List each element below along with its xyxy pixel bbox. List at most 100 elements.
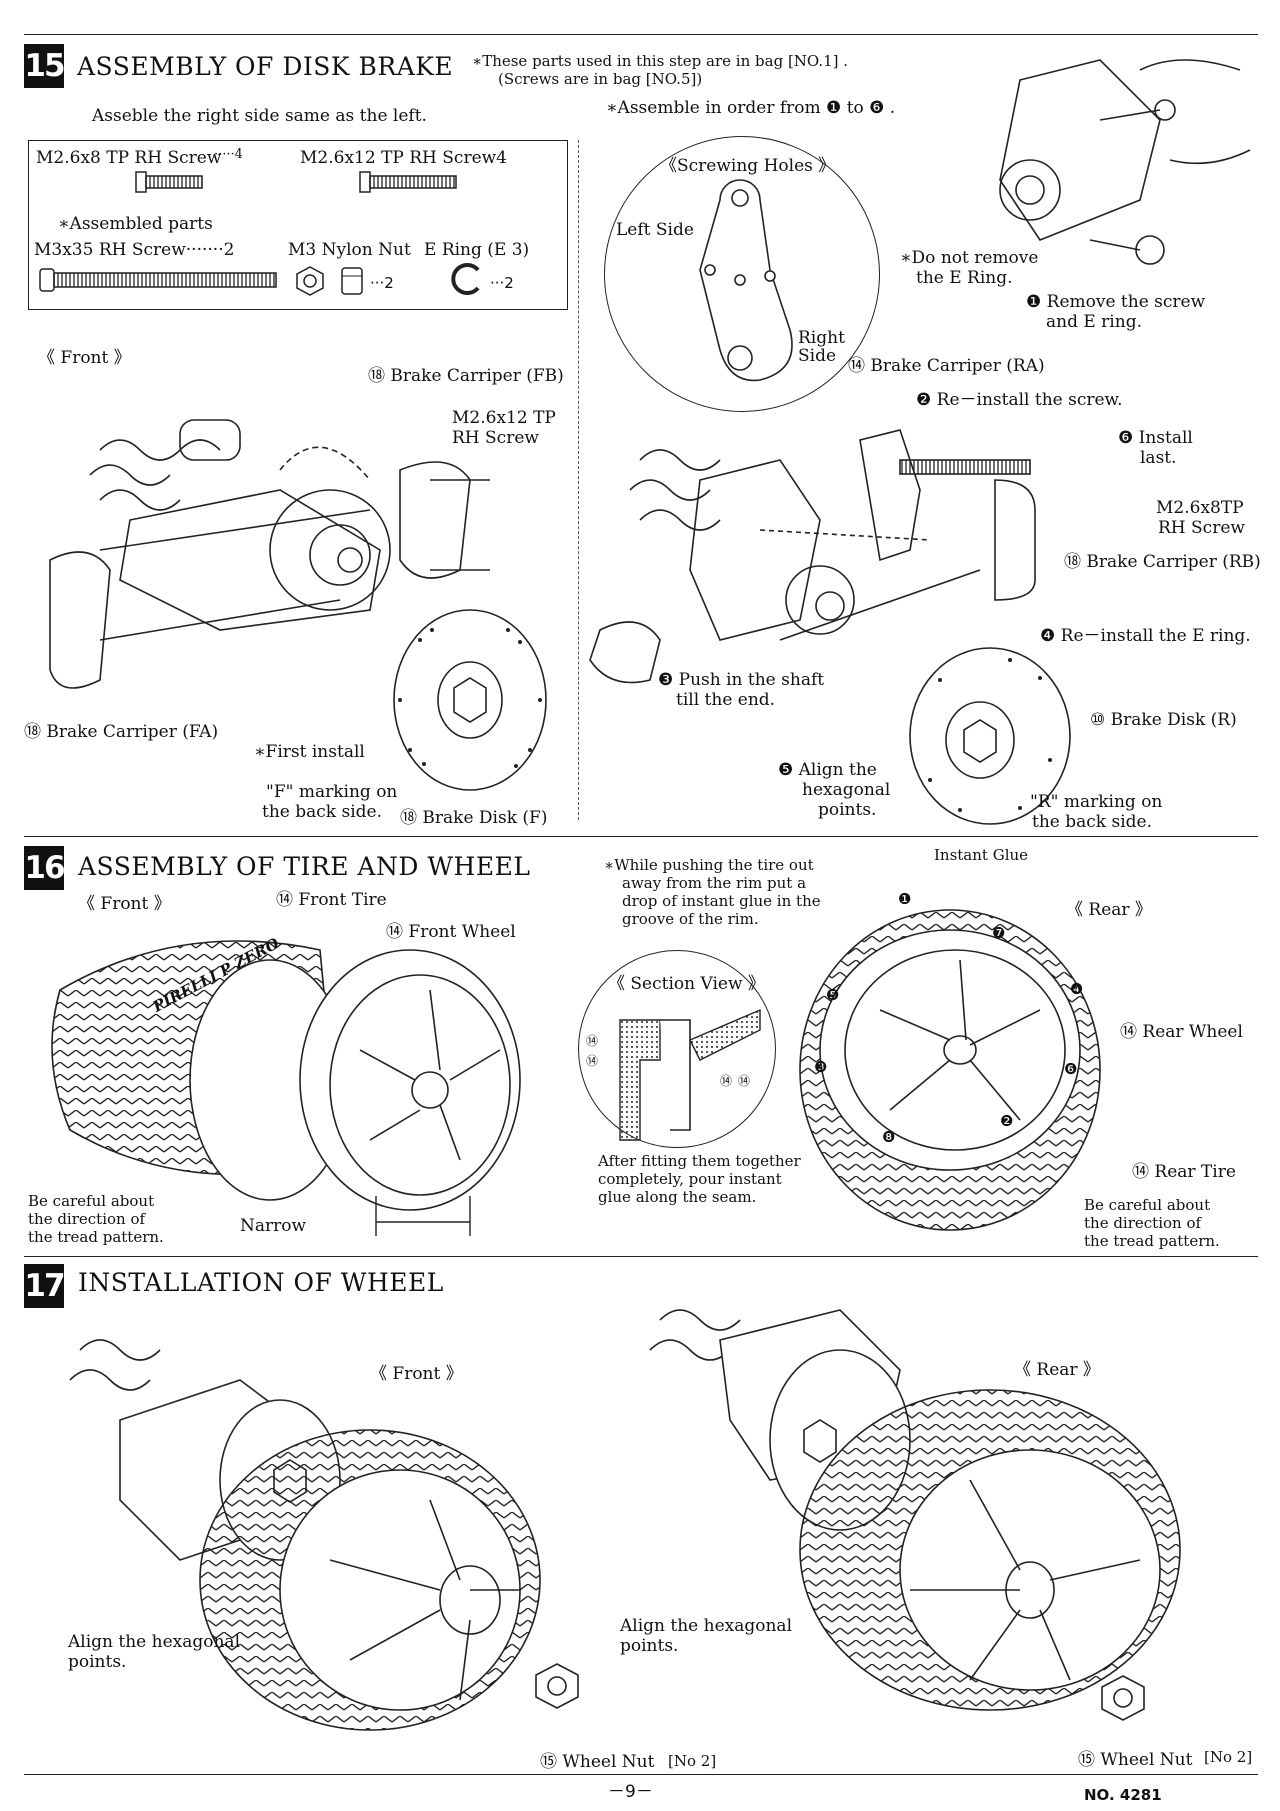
glue-note-2: away from the rim put a: [622, 874, 807, 892]
screwing-holes-label: 《Screwing Holes 》: [660, 156, 836, 176]
step-16-title: ASSEMBLY OF TIRE AND WHEEL: [78, 852, 531, 881]
rear-screw-label-1: M2.6x8TP: [1156, 498, 1244, 518]
glue-note-1: ∗While pushing the tire out: [604, 856, 814, 874]
step1-label-2: and E ring.: [1046, 312, 1142, 332]
bracket-holes-illustration: [699, 179, 793, 382]
glue-order-4: ❹: [1070, 980, 1084, 998]
rh-screw-icon: [39, 268, 277, 292]
section-part-3: ⑭: [720, 1074, 733, 1088]
assembly-order-note: ∗Assemble in order from ❶ to ❻ .: [606, 98, 896, 118]
rear-screw-label-2: RH Screw: [1158, 518, 1245, 538]
step6-label-1: ❻ Install: [1118, 428, 1193, 448]
screw-small-label: M2.6x8 TP RH Screw: [36, 148, 222, 168]
parts-box: [28, 140, 568, 310]
step-17-number: 17: [24, 1264, 66, 1308]
section-view-illustration: [619, 1008, 761, 1141]
front-brake-assembly-illustration: [49, 419, 490, 689]
after-fitting-3: glue along the seam.: [598, 1188, 757, 1206]
front-careful-1: Be careful about: [28, 1192, 155, 1210]
rear-wheel-label: ⑭ Rear Wheel: [1120, 1022, 1243, 1042]
glue-order-3: ❸: [814, 1058, 828, 1076]
f-marking-1: "F" marking on: [266, 782, 398, 802]
front-label-16: 《 Front 》: [78, 894, 171, 914]
rear-wheel-nut-bag: [No 2]: [1204, 1748, 1253, 1766]
rule-16-17: [24, 1256, 1258, 1257]
e-ring-label: E Ring (E 3): [424, 240, 530, 260]
after-fitting-2: completely, pour instant: [598, 1170, 782, 1188]
rear-careful-3: the tread pattern.: [1084, 1232, 1220, 1250]
bag-note-1: ∗These parts used in this step are in ba…: [472, 52, 849, 70]
rear-wheel-nut-label: ⑮ Wheel Nut: [1078, 1750, 1193, 1770]
step3-label-2: till the end.: [676, 690, 776, 710]
section-part-4: ⑭: [738, 1074, 751, 1088]
f-marking-2: the back side.: [262, 802, 382, 822]
rear-align-2: points.: [620, 1636, 679, 1656]
front-align-1: Align the hexagonal: [68, 1632, 241, 1652]
section-view-label: 《 Section View 》: [608, 974, 765, 994]
rear-brake-assembly-illustration: [589, 429, 1036, 684]
front-wheel-nut-bag: [No 2]: [668, 1752, 717, 1770]
nylon-nut-qty: ···2: [370, 274, 394, 292]
rear-label-16: 《 Rear 》: [1066, 900, 1152, 920]
glue-order-1: ❶: [898, 890, 912, 908]
step1-label-1: ❶ Remove the screw: [1026, 292, 1206, 312]
glue-order-7: ❼: [992, 924, 1006, 942]
rear-label-17: 《 Rear 》: [1014, 1360, 1100, 1380]
glue-order-2: ❷: [1000, 1112, 1014, 1130]
step-16-number: 16: [24, 846, 66, 890]
front-label-15: 《 Front 》: [38, 348, 131, 368]
step5-label-3: points.: [818, 800, 877, 820]
narrow-label: Narrow: [240, 1216, 307, 1236]
e-ring-icon: [451, 263, 480, 295]
screw-long-icon: [359, 171, 457, 193]
rule-15-16: [24, 836, 1258, 837]
rear-careful-1: Be careful about: [1084, 1196, 1211, 1214]
glue-order-5: ❺: [826, 986, 840, 1004]
front-wheel-nut-icon: [535, 1663, 579, 1709]
rear-tire-label: ⑭ Rear Tire: [1132, 1162, 1236, 1182]
right-side-label-1: Right: [798, 328, 845, 348]
brake-disk-r-icon: [909, 647, 1071, 825]
rear-careful-2: the direction of: [1084, 1214, 1202, 1232]
screwing-holes-circle: [604, 136, 880, 412]
left-side-label: Left Side: [616, 220, 694, 240]
rear-align-1: Align the hexagonal: [620, 1616, 793, 1636]
r-marking-2: the back side.: [1032, 812, 1152, 832]
front-wheel-install-illustration: [69, 1339, 541, 1731]
instant-glue-label: Instant Glue: [934, 846, 1029, 864]
brake-carrier-fa-label: ⑱ Brake Carriper (FA): [24, 722, 219, 742]
top-rule: [24, 34, 1258, 35]
front-screw-label-1: M2.6x12 TP: [452, 408, 556, 428]
brake-carrier-ra-label: ⑭ Brake Carriper (RA): [848, 356, 1045, 376]
front-wheel-label: ⑭ Front Wheel: [386, 922, 516, 942]
assembled-parts-label: ∗Assembled parts: [58, 214, 213, 234]
front-screw-label-2: RH Screw: [452, 428, 539, 448]
front-careful-3: the tread pattern.: [28, 1228, 164, 1246]
step5-label-1: ❺ Align the: [778, 760, 877, 780]
rh-screw-label: M3x35 RH Screw·······2: [34, 240, 235, 260]
step-15-divider: [578, 140, 579, 820]
glue-note-4: groove of the rim.: [622, 910, 759, 928]
glue-order-8: ❽: [882, 1128, 896, 1146]
section-part-1: ⑭: [586, 1034, 599, 1048]
step-17-title: INSTALLATION OF WHEEL: [78, 1268, 444, 1297]
document-number: NO. 4281: [1084, 1786, 1162, 1804]
step4-label: ❹ Re－install the E ring.: [1040, 626, 1251, 646]
brake-disk-r-label: ⑩ Brake Disk (R): [1090, 710, 1237, 730]
glue-note-3: drop of instant glue in the: [622, 892, 821, 910]
nylon-nut-label: M3 Nylon Nut: [288, 240, 411, 260]
glue-order-6: ❻: [1064, 1060, 1078, 1078]
step5-label-2: hexagonal: [802, 780, 891, 800]
e-ring-qty: ···2: [490, 274, 514, 292]
r-marking-1: "R" marking on: [1030, 792, 1163, 812]
brake-disk-f-label: ⑱ Brake Disk (F): [400, 808, 548, 828]
screw-small-qty: ·····4: [214, 147, 243, 162]
step6-label-2: last.: [1140, 448, 1177, 468]
page-number: －9－: [608, 1782, 653, 1802]
step-15-number: 15: [24, 44, 66, 88]
after-fitting-1: After fitting them together: [598, 1152, 801, 1170]
front-label-17: 《 Front 》: [370, 1364, 463, 1384]
step2-label: ❷ Re－install the screw.: [916, 390, 1123, 410]
screw-long-label: M2.6x12 TP RH Screw4: [300, 148, 507, 168]
rear-knuckle-illustration: [999, 59, 1251, 265]
